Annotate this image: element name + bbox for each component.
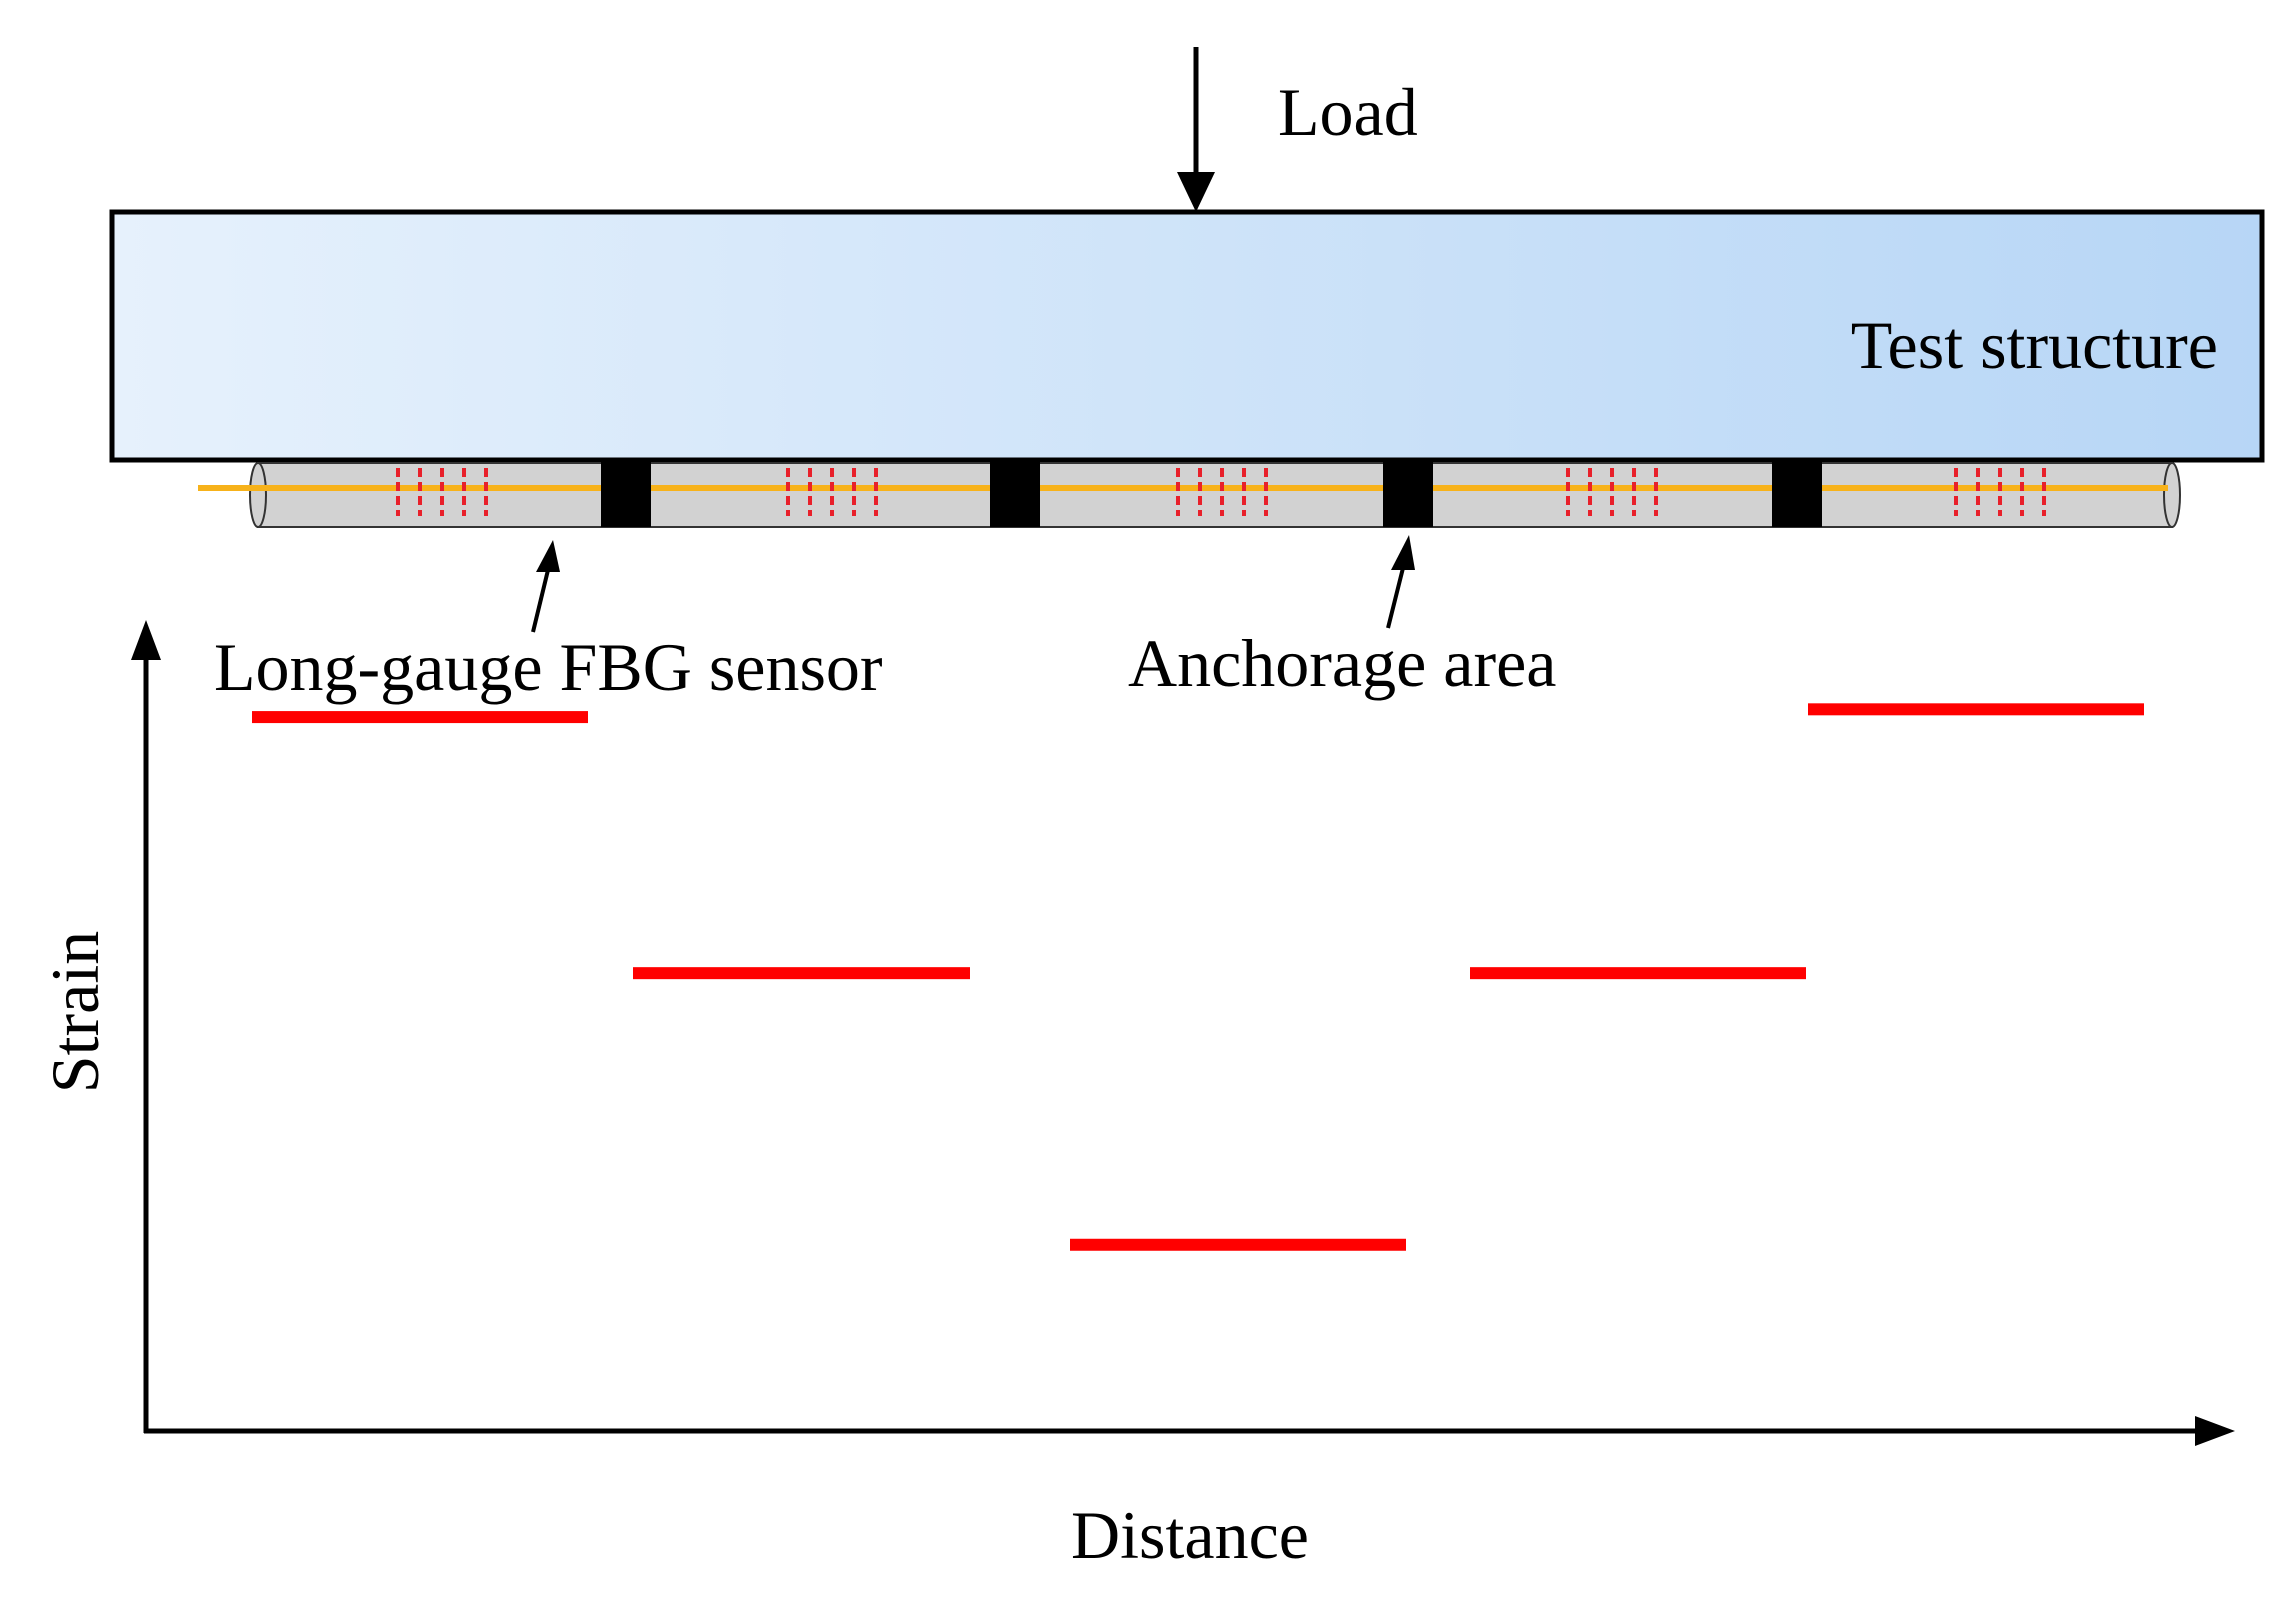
- anchorage-block: [601, 461, 651, 527]
- anchorage-block: [1772, 461, 1822, 527]
- anchorage-block: [1383, 461, 1433, 527]
- strain-segment: [1470, 967, 1806, 980]
- fbg-gratings: [396, 468, 2046, 516]
- strain-segment: [1808, 703, 2144, 716]
- anchorage-label: Anchorage area: [1128, 625, 1557, 701]
- x-axis-label: Distance: [1071, 1497, 1309, 1573]
- test-structure-label: Test structure: [1851, 307, 2218, 383]
- strain-segments: [252, 703, 2144, 1251]
- anchorage-block: [990, 461, 1040, 527]
- sensor-tube: [249, 462, 2181, 528]
- strain-segment: [633, 967, 970, 980]
- anchorage-pointer-arrow: [1386, 535, 1415, 629]
- y-axis-label: Strain: [37, 931, 113, 1093]
- strain-segment: [1070, 1238, 1406, 1251]
- test-structure-beam: [109, 209, 2265, 463]
- sensor-label: Long-gauge FBG sensor: [214, 629, 883, 705]
- x-axis: [144, 1416, 2235, 1446]
- sensor-pointer-arrow: [531, 540, 560, 633]
- y-axis: [131, 620, 161, 1433]
- load-label: Load: [1278, 74, 1418, 150]
- load-arrow: [1177, 47, 1215, 212]
- strain-segment: [252, 711, 588, 724]
